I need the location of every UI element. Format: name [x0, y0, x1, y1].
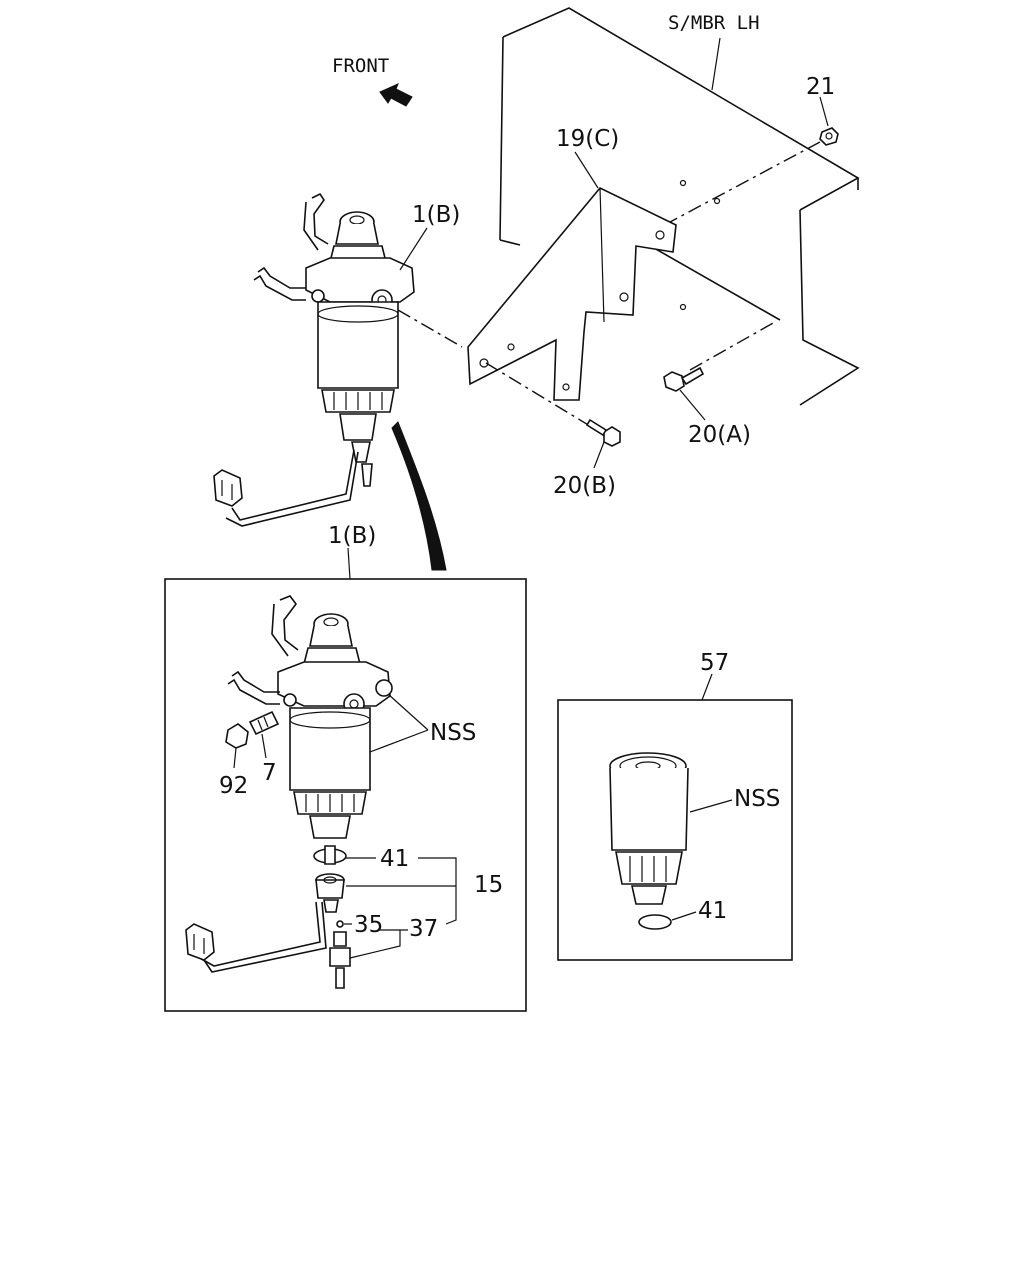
label-92: 92	[219, 773, 248, 799]
nut-21	[819, 127, 839, 146]
fitting-7	[248, 710, 280, 736]
leader-nss-main-a	[387, 693, 429, 731]
label-21: 21	[806, 74, 835, 100]
leader-20a	[679, 389, 706, 421]
frame-label: S/MBR LH	[668, 12, 760, 34]
fuel-filter-assembly-top	[213, 192, 415, 527]
label-19c: 19(C)	[556, 126, 619, 152]
label-35: 35	[354, 912, 383, 938]
label-20b: 20(B)	[553, 473, 616, 499]
detail-pointer	[391, 421, 447, 571]
arrow-up-left-icon	[379, 83, 413, 107]
leader-1b-top	[399, 227, 428, 271]
label-nss-element: NSS	[734, 786, 780, 812]
fuel-filter-assembly-detail	[227, 595, 393, 839]
assembly-line-bolt-b	[485, 362, 591, 427]
frame-leader	[711, 37, 721, 91]
leader-92	[233, 747, 237, 769]
assembly-line-filter	[397, 309, 463, 348]
sensor-37	[329, 931, 351, 989]
leader-1b-detail	[347, 547, 351, 580]
assembly-line-bolt-a	[689, 321, 776, 371]
bracket-19c	[467, 187, 677, 401]
o-ring-35	[336, 920, 344, 928]
detail-box-57	[557, 699, 793, 961]
label-nss-main: NSS	[430, 720, 476, 746]
filter-element-57	[609, 752, 689, 930]
sensor-wire-detail	[185, 901, 327, 973]
label-41-main: 41	[380, 846, 409, 872]
front-label: FRONT	[332, 55, 389, 77]
label-15: 15	[474, 872, 503, 898]
label-1b-detail: 1(B)	[328, 523, 376, 549]
label-57: 57	[700, 650, 729, 676]
plug-92	[225, 723, 249, 749]
drain-plug-15	[315, 873, 345, 913]
leader-7	[261, 733, 267, 759]
assembly-line-nut	[669, 141, 821, 223]
leader-20b	[593, 441, 605, 469]
leader-nss-element	[689, 799, 733, 813]
o-ring-41	[313, 845, 347, 865]
leader-21	[819, 96, 829, 127]
bolt-20a	[663, 366, 705, 392]
label-1b-top: 1(B)	[412, 202, 460, 228]
label-7: 7	[262, 760, 277, 786]
label-37: 37	[409, 916, 438, 942]
detail-box-1b	[164, 578, 527, 1012]
leader-19c	[574, 151, 599, 189]
label-20a: 20(A)	[688, 422, 751, 448]
leader-57	[701, 673, 713, 701]
bracket-15-37	[418, 857, 457, 925]
leader-nss-main-b	[369, 729, 429, 753]
frame-side-member	[499, 7, 860, 406]
label-41-element: 41	[698, 898, 727, 924]
leader-41-element	[671, 911, 697, 921]
leader-37	[349, 929, 408, 959]
